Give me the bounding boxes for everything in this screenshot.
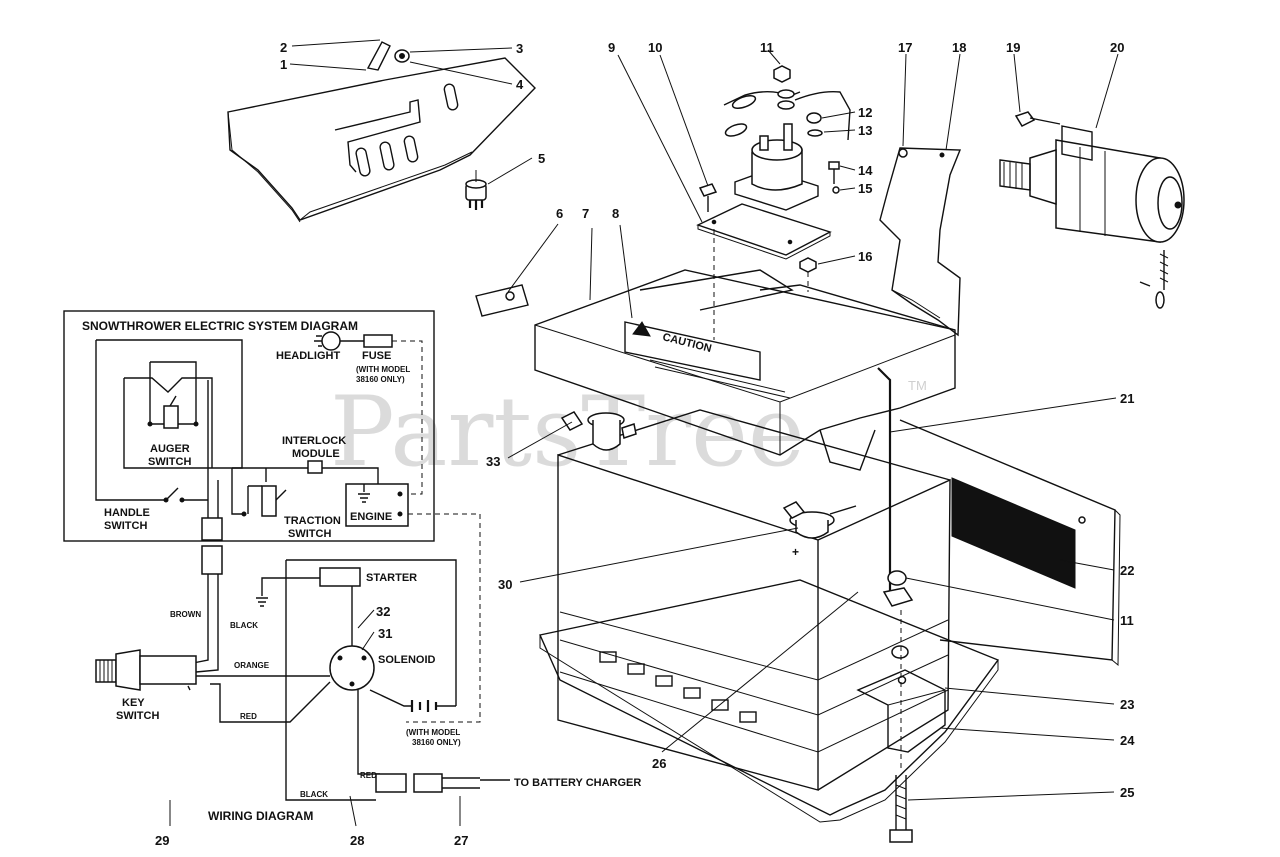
fuse-label: FUSE: [362, 350, 391, 362]
callout-12: 12: [858, 105, 872, 120]
callout-23: 23: [1120, 697, 1134, 712]
wire-brown-label: BROWN: [170, 610, 201, 619]
solenoid-label: SOLENOID: [378, 654, 436, 666]
headlight-label: HEADLIGHT: [276, 350, 340, 362]
handle-switch-label-2: SWITCH: [104, 520, 147, 532]
callout-7: 7: [582, 206, 589, 221]
callout-29: 29: [155, 833, 169, 848]
key-switch-label-1: KEY: [122, 697, 145, 709]
callout-11b: 11: [1120, 613, 1134, 628]
solenoid-assembly: [696, 65, 851, 340]
callout-17: 17: [898, 40, 912, 55]
control-panel: [227, 41, 536, 223]
callout-leaders: [289, 39, 1119, 801]
callout-30: 30: [498, 577, 512, 592]
battery-charger-label: TO BATTERY CHARGER: [514, 777, 641, 789]
callout-20: 20: [1110, 40, 1124, 55]
callout-18: 18: [952, 40, 966, 55]
callout-6: 6: [556, 206, 563, 221]
caution-decal-text: CAUTION: [661, 331, 713, 355]
callout-numbers: 2 1 3 4 5 6 7 8 9 10 11 12 13 14 15 16 1…: [280, 40, 1135, 800]
wiring-diagram-title: WIRING DIAGRAM: [208, 809, 313, 823]
auger-switch-label-2: SWITCH: [148, 456, 191, 468]
callout-13: 13: [858, 123, 872, 138]
fuse-note-2: 38160 ONLY): [356, 375, 405, 384]
callout-25: 25: [1120, 785, 1134, 800]
fuse-note-1: (WITH MODEL: [356, 365, 410, 374]
watermark-text: PartsTree: [330, 376, 805, 488]
callout-31: 31: [378, 626, 392, 641]
callout-32: 32: [376, 604, 390, 619]
callout-15: 15: [858, 181, 872, 196]
callout-3: 3: [516, 41, 523, 56]
battery-note-1: (WITH MODEL: [406, 728, 460, 737]
traction-switch-label-2: SWITCH: [288, 528, 331, 540]
wire-orange-label: ORANGE: [234, 661, 270, 670]
key-switch-label-2: SWITCH: [116, 710, 159, 722]
callout-10: 10: [648, 40, 662, 55]
battery-assembly: + CAUTION: [475, 269, 1121, 843]
callout-16: 16: [858, 249, 872, 264]
callout-11: 11: [760, 40, 774, 55]
callout-9: 9: [608, 40, 615, 55]
handle-switch-label-1: HANDLE: [104, 507, 150, 519]
callout-1: 1: [280, 57, 287, 72]
interlock-label-1: INTERLOCK: [282, 435, 346, 447]
electric-diagram-title: SNOWTHROWER ELECTRIC SYSTEM DIAGRAM: [82, 319, 358, 333]
watermark-trademark: TM: [908, 378, 927, 393]
wiring-diagram: BROWN BLACK KEY SWITCH ORANGE RED STARTE…: [95, 517, 641, 848]
callout-4: 4: [516, 77, 524, 92]
callout-27: 27: [454, 833, 468, 848]
starter-motor: [879, 111, 1185, 337]
callout-22: 22: [1120, 563, 1134, 578]
callout-21: 21: [1120, 391, 1134, 406]
starter-label: STARTER: [366, 572, 417, 584]
callout-8: 8: [612, 206, 619, 221]
callout-33: 33: [486, 454, 500, 469]
electric-system-diagram: SNOWTHROWER ELECTRIC SYSTEM DIAGRAM AUGE…: [63, 310, 481, 723]
interlock-label-2: MODULE: [292, 448, 340, 460]
callout-24: 24: [1120, 733, 1135, 748]
traction-switch-label-1: TRACTION: [284, 515, 341, 527]
callout-14: 14: [858, 163, 873, 178]
callout-2: 2: [280, 40, 287, 55]
callout-5: 5: [538, 151, 545, 166]
wire-black-1-label: BLACK: [230, 621, 258, 630]
battery-plus-sign: +: [792, 545, 799, 559]
callout-28: 28: [350, 833, 364, 848]
wire-red-1-label: RED: [240, 712, 257, 721]
battery-note-2: 38160 ONLY): [412, 738, 461, 747]
auger-switch-label-1: AUGER: [150, 443, 190, 455]
wire-red-2-label: RED: [360, 771, 377, 780]
engine-label: ENGINE: [350, 511, 392, 523]
callout-19: 19: [1006, 40, 1020, 55]
wire-black-2-label: BLACK: [300, 790, 328, 799]
callout-26: 26: [652, 756, 666, 771]
